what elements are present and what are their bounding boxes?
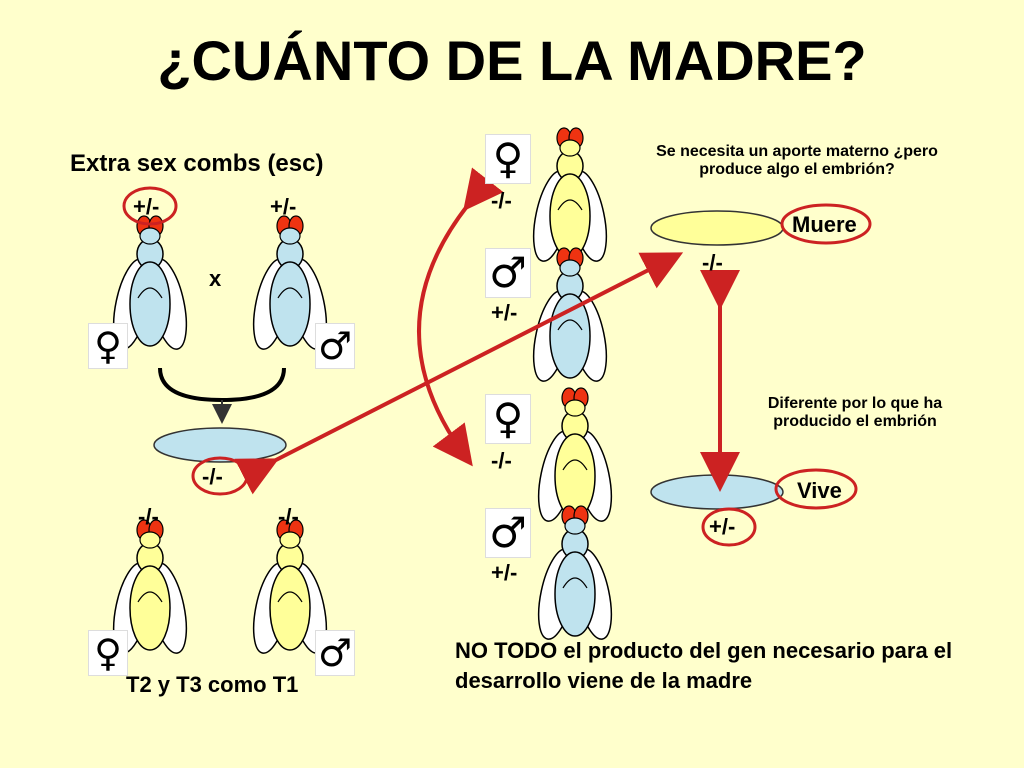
diagonal-double-arrow (234, 252, 684, 495)
offspring-female-genotype: -/- (138, 504, 159, 529)
female-symbol-icon: ♀ (88, 630, 128, 676)
note-top: Se necesita un aporte materno ¿pero prod… (656, 143, 938, 178)
subtitle: Extra sex combs (esc) (70, 150, 324, 177)
test1-male-genotype: +/- (491, 300, 518, 325)
test2-female-fly (531, 387, 619, 526)
embryo-dies (650, 210, 784, 246)
center-embryo-genotype: -/- (202, 464, 223, 489)
curved-double-arrow (417, 167, 504, 467)
cross-symbol: x (209, 266, 222, 291)
offspring-male-genotype: -/- (278, 504, 299, 529)
muere-label: Muere (792, 212, 857, 237)
offspring-caption: T2 y T3 como T1 (126, 672, 299, 697)
note-middle: Diferente por lo que ha producido el emb… (767, 395, 943, 430)
male-symbol-icon: ♂ (315, 630, 355, 676)
page-title: ¿CUÁNTO DE LA MADRE? (157, 29, 867, 92)
test1-female-fly (526, 127, 614, 266)
embryo-lives (650, 474, 784, 510)
muere-circle (780, 203, 872, 245)
embryo-lives-circle (701, 507, 757, 547)
male-symbol-icon: ♂ (485, 508, 531, 558)
male-symbol-icon: ♂ (485, 248, 531, 298)
female-symbol-icon: ♀ (485, 134, 531, 184)
parent-male-genotype: +/- (270, 194, 297, 219)
vive-circle (774, 468, 858, 510)
cross-bracket (158, 367, 286, 403)
parent-female-circle (122, 186, 178, 226)
embryo-dies-genotype: -/- (702, 250, 723, 275)
vive-label: Vive (797, 478, 842, 503)
female-symbol-icon: ♀ (88, 323, 128, 369)
conclusion-text: NO TODO el producto del gen necesario pa… (455, 638, 953, 693)
embryo-lives-genotype: +/- (709, 514, 736, 539)
male-symbol-icon: ♂ (315, 323, 355, 369)
test1-male-fly (526, 247, 614, 386)
test2-male-genotype: +/- (491, 560, 518, 585)
test1-female-genotype: -/- (491, 188, 512, 213)
test2-female-genotype: -/- (491, 448, 512, 473)
test2-male-fly (531, 505, 619, 644)
parent-female-genotype: +/- (133, 194, 160, 219)
female-symbol-icon: ♀ (485, 394, 531, 444)
